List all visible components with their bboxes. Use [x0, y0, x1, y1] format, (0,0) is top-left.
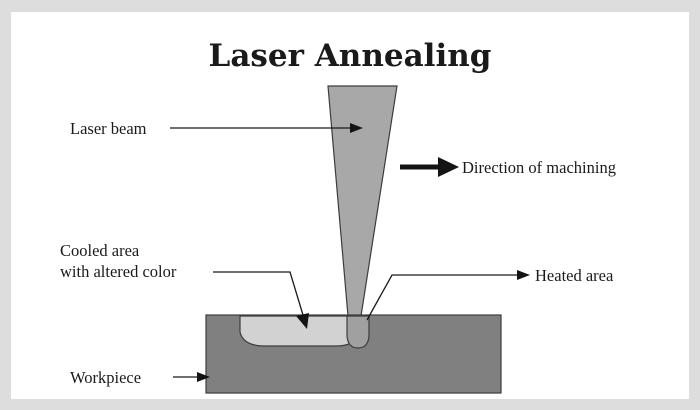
direction-of-machining-label: Direction of machining: [462, 158, 616, 177]
laser-beam-leader: [170, 123, 363, 133]
laser-beam-label: Laser beam: [70, 119, 147, 138]
cooled-area-shape: [239, 315, 356, 347]
workpiece-leader: [173, 372, 210, 382]
laser-beam-shape: [327, 85, 398, 317]
page-title: Laser Annealing: [209, 38, 492, 74]
heated-area-leader: [366, 270, 530, 321]
cooled-area-leader: [213, 271, 309, 329]
heated-area-label: Heated area: [535, 266, 614, 285]
direction-of-machining-arrow: [400, 157, 459, 177]
cooled-area-label-line2: with altered color: [60, 262, 177, 281]
heated-area-shape: [346, 315, 370, 349]
workpiece-label: Workpiece: [70, 368, 141, 387]
cooled-area-label-line1: Cooled area: [60, 241, 140, 260]
